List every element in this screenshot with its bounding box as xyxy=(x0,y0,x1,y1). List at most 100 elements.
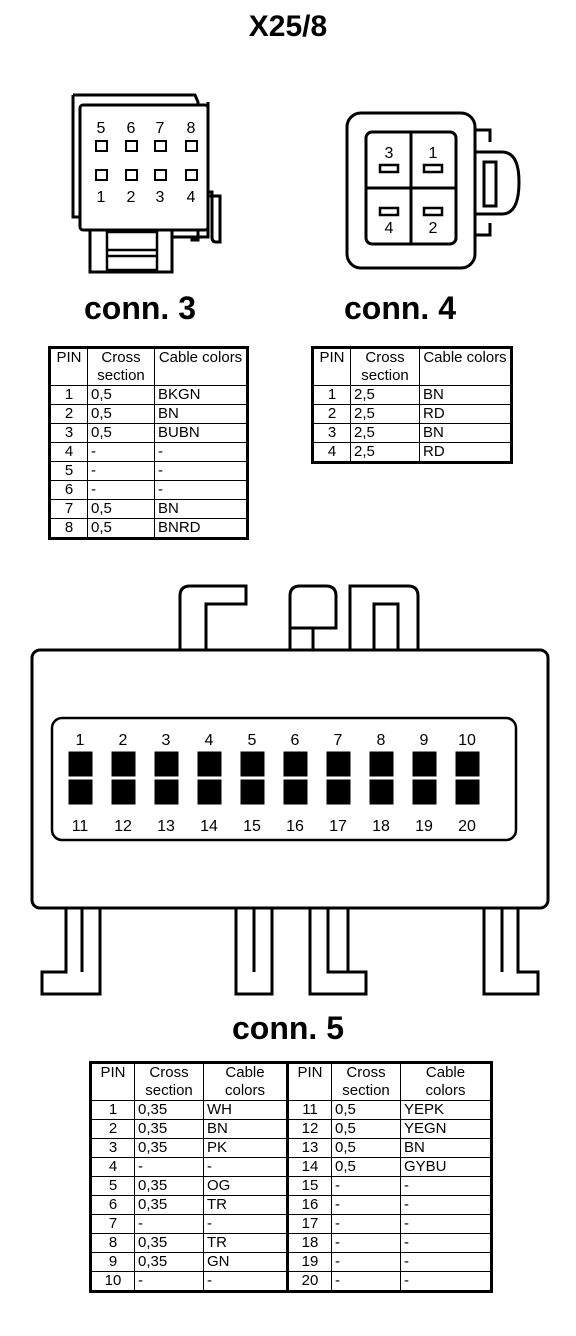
pin-label: 3 xyxy=(156,189,165,206)
pin-label: 1 xyxy=(76,732,85,749)
col-header-cable-colors-2: Cable colors xyxy=(400,1062,492,1101)
cable-color-cell: - xyxy=(154,461,248,481)
pin-label: 1 xyxy=(429,145,438,162)
pin-cell: 2 xyxy=(49,404,88,424)
pin-label: 7 xyxy=(156,120,165,137)
cable-color-cell: BN xyxy=(154,404,248,424)
cable-color-cell: TR xyxy=(203,1233,288,1253)
cross-section-cell: 0,5 xyxy=(87,404,155,424)
cable-color-cell: - xyxy=(400,1252,492,1272)
cross-section-cell: - xyxy=(331,1195,401,1215)
pin-label: 5 xyxy=(248,732,257,749)
pin-cell: 15 xyxy=(286,1176,332,1196)
pin-label: 2 xyxy=(429,220,438,237)
col-header-pin: PIN xyxy=(312,347,351,386)
pin-cell: 10 xyxy=(90,1271,135,1292)
pin-contact xyxy=(455,751,480,777)
pin-cell: 1 xyxy=(49,385,88,405)
col-header-pin-2: PIN xyxy=(286,1062,332,1101)
pin-contact xyxy=(240,751,265,777)
pin-label: 19 xyxy=(415,818,433,835)
cable-color-cell: BN xyxy=(154,499,248,519)
conn5-table: PIN Cross section Cable colors PIN Cross… xyxy=(89,1061,493,1293)
cross-section-cell: 0,5 xyxy=(87,499,155,519)
pin-label: 6 xyxy=(291,732,300,749)
pin-label: 9 xyxy=(420,732,429,749)
cross-section-cell: 0,35 xyxy=(134,1195,204,1215)
pin-cell: 3 xyxy=(312,423,351,443)
pin-cell: 6 xyxy=(90,1195,135,1215)
pin-label: 17 xyxy=(329,818,347,835)
pin-contact xyxy=(283,751,308,777)
pin-label: 16 xyxy=(286,818,304,835)
pin-label: 3 xyxy=(385,145,394,162)
pin-socket xyxy=(185,140,198,152)
pin-socket xyxy=(125,169,138,181)
pin-cell: 14 xyxy=(286,1157,332,1177)
cable-color-cell: GYBU xyxy=(400,1157,492,1177)
pin-cell: 18 xyxy=(286,1233,332,1253)
pin-contact xyxy=(197,779,222,805)
cable-color-cell: OG xyxy=(203,1176,288,1196)
table-row: 4-- xyxy=(49,442,248,462)
pin-label: 7 xyxy=(334,732,343,749)
pin-label: 14 xyxy=(200,818,218,835)
cable-color-cell: - xyxy=(203,1271,288,1292)
pin-contact xyxy=(283,779,308,805)
cross-section-cell: 2,5 xyxy=(350,385,420,405)
cross-section-cell: - xyxy=(331,1233,401,1253)
pin-cell: 4 xyxy=(312,442,351,463)
pin-cell: 1 xyxy=(90,1100,135,1120)
pin-contact xyxy=(154,779,179,805)
cross-section-cell: 0,5 xyxy=(87,518,155,539)
pin-cell: 5 xyxy=(90,1176,135,1196)
pin-label: 18 xyxy=(372,818,390,835)
pin-cell: 2 xyxy=(312,404,351,424)
pin-contact xyxy=(369,779,394,805)
cable-color-cell: BN xyxy=(419,423,512,443)
cross-section-cell: 0,35 xyxy=(134,1119,204,1139)
cable-color-cell: - xyxy=(203,1157,288,1177)
pin-label: 5 xyxy=(97,120,106,137)
col-header-cross-section: Cross section xyxy=(134,1062,204,1101)
cross-section-cell: - xyxy=(87,442,155,462)
pin-label: 10 xyxy=(458,732,476,749)
pin-contact xyxy=(68,779,93,805)
cable-color-cell: GN xyxy=(203,1252,288,1272)
cable-color-cell: RD xyxy=(419,442,512,463)
pin-cell: 3 xyxy=(90,1138,135,1158)
cable-color-cell: BKGN xyxy=(154,385,248,405)
pin-label: 2 xyxy=(127,189,136,206)
pin-cell: 19 xyxy=(286,1252,332,1272)
col-header-cross-section: Cross section xyxy=(350,347,420,386)
cable-color-cell: YEPK xyxy=(400,1100,492,1120)
cable-color-cell: PK xyxy=(203,1138,288,1158)
cable-color-cell: - xyxy=(400,1271,492,1292)
page-title: X25/8 xyxy=(248,10,328,43)
pin-label: 20 xyxy=(458,818,476,835)
pin-contact xyxy=(240,779,265,805)
cable-color-cell: - xyxy=(203,1214,288,1234)
pin-label: 3 xyxy=(162,732,171,749)
cross-section-cell: - xyxy=(331,1176,401,1196)
col-header-cable-colors: Cable colors xyxy=(419,347,512,386)
cross-section-cell: 2,5 xyxy=(350,442,420,463)
pin-contact xyxy=(68,751,93,777)
pin-cell: 17 xyxy=(286,1214,332,1234)
cable-color-cell: WH xyxy=(203,1100,288,1120)
cable-color-cell: - xyxy=(400,1214,492,1234)
pin-contact xyxy=(412,779,437,805)
pin-socket xyxy=(95,140,108,152)
pin-socket xyxy=(154,169,167,181)
